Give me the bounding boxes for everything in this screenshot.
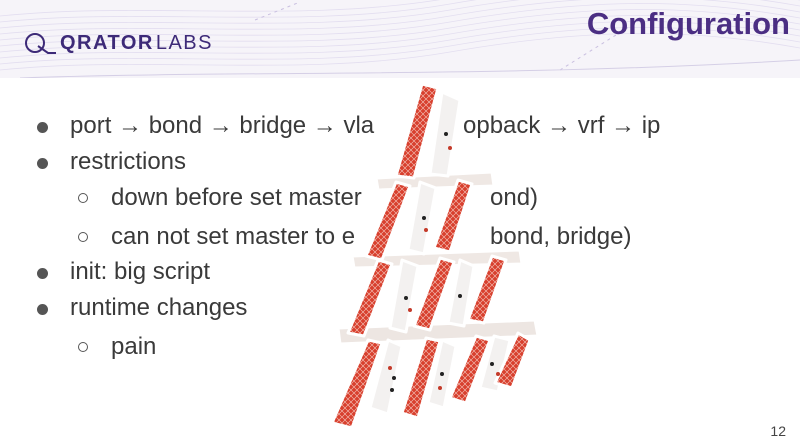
slide-title: Configuration bbox=[586, 6, 790, 41]
sub-bullet-item: pain bbox=[78, 333, 157, 361]
qrator-logo-icon bbox=[25, 33, 56, 54]
page-number: 12 bbox=[770, 423, 786, 439]
header-wave-lines bbox=[0, 0, 800, 78]
bullet-circle-icon bbox=[78, 193, 88, 203]
bullet-circle-icon bbox=[78, 342, 88, 352]
bullet-text: restrictions bbox=[70, 148, 187, 175]
bullet-item: init: big script bbox=[37, 258, 211, 286]
bullet-dot-icon bbox=[37, 158, 48, 169]
sub-bullet-item: down before set master bbox=[78, 184, 362, 212]
bullet-text-continued: ond) bbox=[490, 184, 539, 211]
bullet-item: restrictions bbox=[37, 148, 187, 176]
sub-bullet-item: can not set master to e bbox=[78, 223, 356, 251]
bullet-text: pain bbox=[111, 333, 157, 360]
house-of-cards-image bbox=[330, 82, 540, 428]
bullet-dot-icon bbox=[37, 268, 48, 279]
bullet-text-continued: opback → vrf → ip bbox=[463, 112, 661, 139]
bullet-text: port → bond → bridge → vla bbox=[70, 112, 375, 139]
bullet-text: init: big script bbox=[70, 258, 211, 285]
bullet-circle-icon bbox=[78, 232, 88, 242]
bullet-dot-icon bbox=[37, 304, 48, 315]
slide-header: QRATOR LABS Configuration bbox=[0, 0, 800, 78]
logo-text-labs: LABS bbox=[155, 31, 213, 54]
bullet-text: can not set master to e bbox=[111, 223, 356, 250]
bullet-text: down before set master bbox=[111, 184, 362, 211]
company-logo: QRATOR LABS bbox=[24, 31, 213, 55]
bullet-dot-icon bbox=[37, 122, 48, 133]
bullet-text: runtime changes bbox=[70, 294, 248, 321]
bullet-item: port → bond → bridge → vla bbox=[37, 112, 375, 140]
bullet-text-continued: bond, bridge) bbox=[490, 223, 632, 250]
logo-text-qrator: QRATOR bbox=[60, 31, 154, 54]
bullet-item: runtime changes bbox=[37, 294, 248, 322]
